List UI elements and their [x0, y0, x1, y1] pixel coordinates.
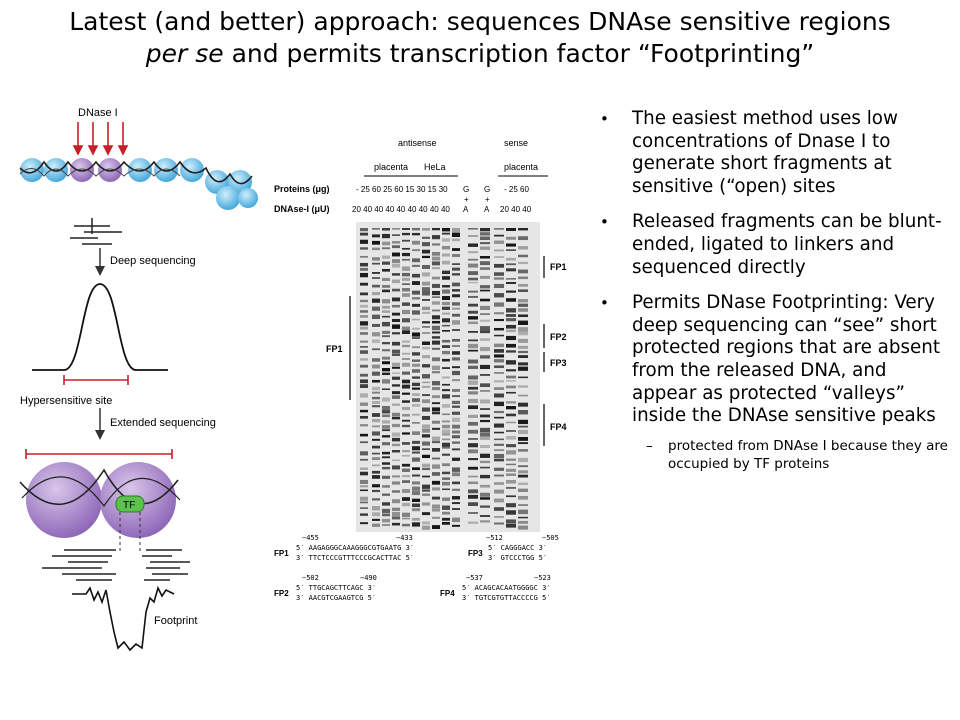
deep-sequencing-label: Deep sequencing [110, 255, 196, 267]
fp1-pos-a: −455 [302, 534, 319, 542]
fp2-seq-label: FP2 [274, 589, 289, 598]
dnase-units-label: DNAse-I (μU) [274, 204, 330, 214]
fp4-pos-a: −537 [466, 574, 483, 582]
title-rest: and permits transcription factor “Footpr… [223, 39, 815, 68]
bullet-2-text: Released fragments can be blunt-ended, l… [632, 211, 942, 278]
bullet-1-text: The easiest method uses low concentratio… [632, 108, 898, 197]
sub-bullet: –protected from DNAse I because they are… [598, 437, 948, 473]
fp1-seq-top: 5′ AAGAGGGCAAAGGGCGTGAATG 3′ [296, 544, 414, 552]
proteins-label: Proteins (μg) [274, 184, 330, 194]
sense-ga-plus: + [485, 195, 490, 204]
fp4-label: FP4 [550, 422, 567, 432]
footprint-label: Footprint [154, 615, 197, 627]
fp3-pos-b: −505 [542, 534, 559, 542]
hypersensitive-site-label: Hypersensitive site [20, 395, 112, 407]
footprinting-gel-figure: antisense sense placenta HeLa placenta P… [274, 138, 567, 602]
extended-sequencing-label: Extended sequencing [110, 417, 216, 429]
fp4-seq-label: FP4 [440, 589, 455, 598]
extended-bracket [25, 449, 173, 459]
read-stacks [42, 549, 190, 581]
sense-ga-a: A [484, 205, 490, 214]
ga-lane-g: G [463, 185, 469, 194]
fp2-seq-top: 5′ TTGCAGCTTCAGC 3′ [296, 584, 376, 592]
hela-label: HeLa [424, 162, 446, 172]
fp2-label: FP2 [550, 332, 567, 342]
protein-values: - 25 60 25 60 15 30 15 30 [356, 185, 448, 194]
sense-protein-values: - 25 60 [504, 185, 529, 194]
fp2-seq-bot: 3′ AACGTCGAAGTCG 5′ [296, 594, 376, 602]
fp3-seq-label: FP3 [468, 549, 483, 558]
dnase-label: DNase I [78, 107, 118, 119]
sub-bullet-dash: – [646, 437, 653, 454]
fp1-pos-b: −433 [396, 534, 413, 542]
fragments [70, 218, 122, 245]
hypersensitive-bracket [63, 375, 129, 385]
slide-title: Latest (and better) approach: sequences … [20, 6, 940, 70]
nucleosomes-with-tf [19, 462, 181, 538]
bullet-2: • Released fragments can be blunt-ended, … [598, 211, 948, 279]
sense-ga-g: G [484, 185, 490, 194]
peak-curve [32, 283, 168, 371]
ga-lane-plus: + [464, 195, 469, 204]
title-line-2: per se and permits transcription factor … [20, 38, 940, 70]
dnase-values: 20 40 40 40 40 40 40 40 40 [352, 205, 450, 214]
gel-bands [360, 228, 528, 530]
fp3-seq-bot: 3′ GTCCCTGG 5′ [488, 554, 547, 562]
fp3-pos-a: −512 [486, 534, 503, 542]
fp1-label: FP1 [326, 344, 343, 354]
chromatin-fiber [19, 158, 258, 210]
tf-label: TF [123, 500, 135, 511]
bullet-1: • The easiest method uses low concentrati… [598, 108, 948, 198]
sub-bullet-text: protected from DNAse I because they are … [668, 437, 948, 472]
fp1-seq-bot: 3′ TTCTCCCGTTTCCCGCACTTAC 5′ [296, 554, 414, 562]
fp2-pos-a: −502 [302, 574, 319, 582]
bullet-dot: • [600, 294, 609, 313]
bullet-list: • The easiest method uses low concentrati… [598, 108, 948, 473]
fp1-seq-label: FP1 [274, 549, 289, 558]
fp4-seq-bot: 3′ TGTCGTGTTACCCCG 5′ [462, 594, 551, 602]
bullet-dot: • [600, 213, 609, 232]
dnase-arrows [72, 122, 129, 156]
antisense-label: antisense [398, 138, 437, 148]
dnase-seq-diagram: DNase I Deep sequencing [19, 107, 258, 652]
fp4-seq-top: 5′ ACAGCACAATGGGGC 3′ [462, 584, 551, 592]
bullet-3: • Permits DNase Footprinting: Very deep s… [598, 292, 948, 428]
fp2-pos-b: −490 [360, 574, 377, 582]
fp3-seq-top: 5′ CAGGGACC 3′ [488, 544, 547, 552]
sense-placenta-label: placenta [504, 162, 538, 172]
bullet-dot: • [600, 110, 609, 128]
placenta-label: placenta [374, 162, 408, 172]
title-italic: per se [145, 39, 224, 68]
ga-lane-a: A [463, 205, 469, 214]
fp4-pos-b: −523 [534, 574, 551, 582]
sense-dnase-values: 20 40 40 [500, 205, 532, 214]
footprint-trace [72, 585, 175, 652]
sense-label: sense [504, 138, 528, 148]
title-line-1: Latest (and better) approach: sequences … [69, 7, 891, 36]
fp3-label: FP3 [550, 358, 567, 368]
bullet-3-text: Permits DNase Footprinting: Very deep se… [632, 292, 940, 427]
fp1-sense-label: FP1 [550, 262, 567, 272]
